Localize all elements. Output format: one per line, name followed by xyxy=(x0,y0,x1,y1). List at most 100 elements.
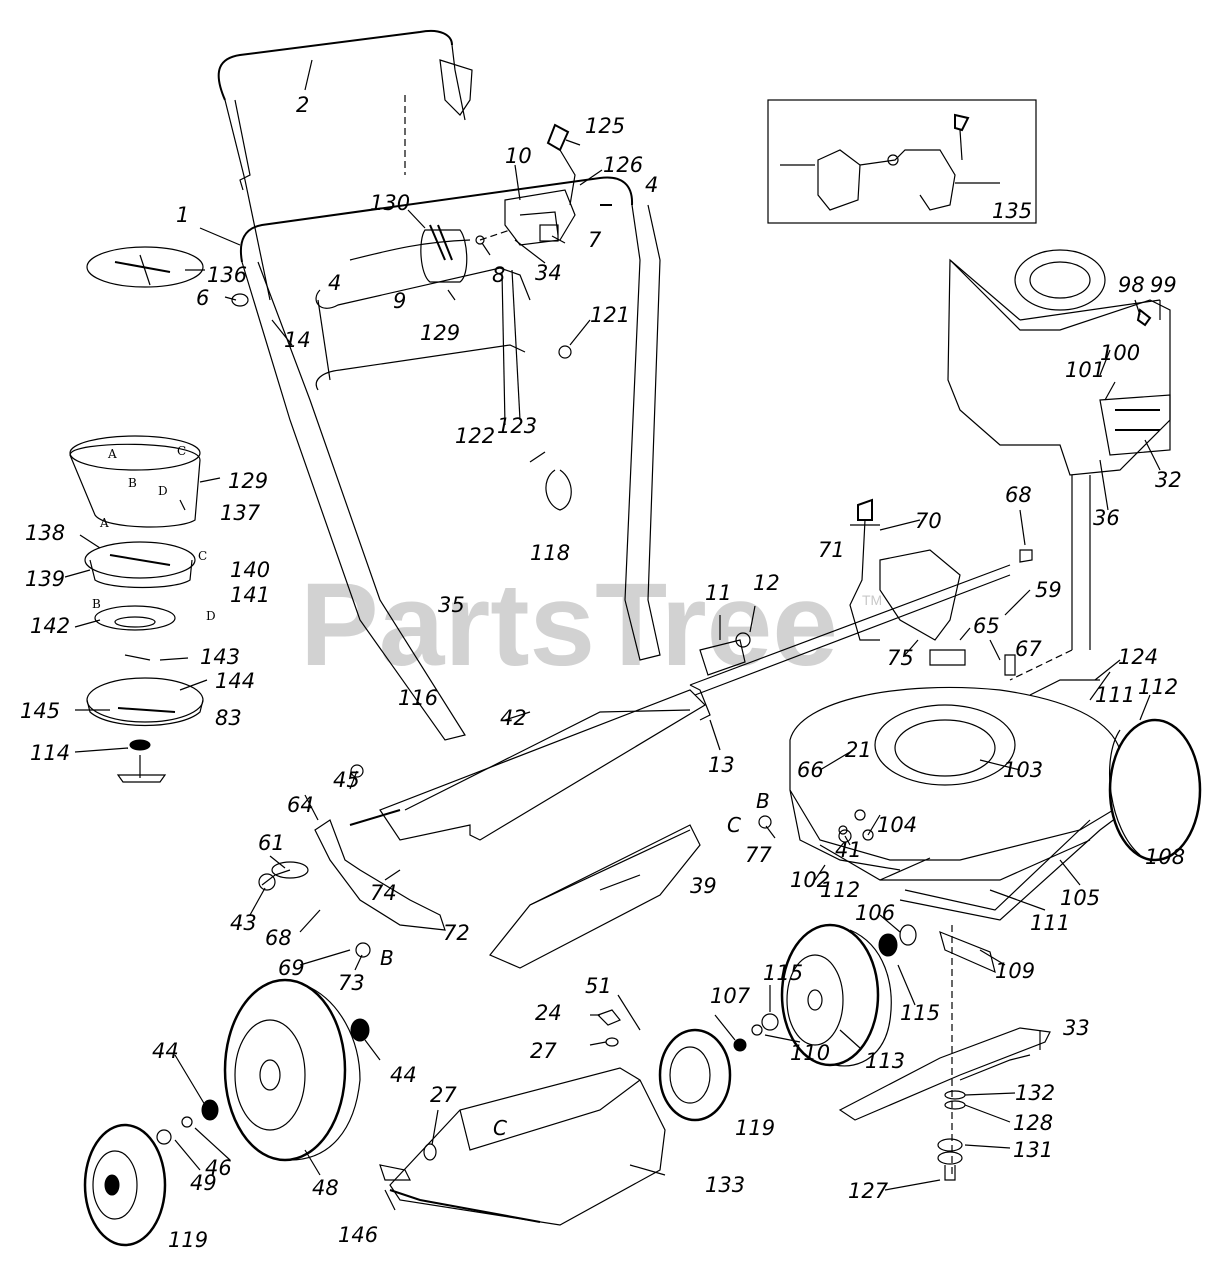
marker-b-lower: B xyxy=(92,597,101,611)
label-109: 109 xyxy=(995,959,1035,983)
marker-b-bag: B xyxy=(128,476,137,490)
watermark-trademark: TM xyxy=(862,592,882,608)
label-100: 100 xyxy=(1100,341,1140,365)
label-4-left: 4 xyxy=(328,271,341,295)
label-104: 104 xyxy=(877,813,917,837)
label-73: 73 xyxy=(338,971,365,995)
lower-handle xyxy=(240,176,661,741)
label-129-handle: 129 xyxy=(420,321,460,345)
label-121: 121 xyxy=(590,303,630,327)
label-111-top: 111 xyxy=(1095,683,1135,707)
label-139: 139 xyxy=(25,567,65,591)
label-140: 140 xyxy=(230,558,270,582)
label-48: 48 xyxy=(312,1176,339,1200)
height-adjuster-rear xyxy=(849,498,966,666)
engine xyxy=(947,249,1171,681)
label-72: 72 xyxy=(443,921,470,945)
label-135: 135 xyxy=(992,199,1032,223)
label-32: 32 xyxy=(1155,468,1182,492)
label-45: 45 xyxy=(333,768,360,792)
label-125: 125 xyxy=(585,114,625,138)
label-105: 105 xyxy=(1060,886,1100,910)
label-112-top: 112 xyxy=(1138,675,1178,699)
label-118: 118 xyxy=(530,541,570,565)
letter-c-deck: C xyxy=(727,813,741,837)
label-51: 51 xyxy=(585,974,612,998)
label-103: 103 xyxy=(1003,758,1043,782)
label-68-right: 68 xyxy=(1005,483,1032,507)
part-number-labels: 2 1 6 14 9 129 4 130 10 125 126 4 7 8 34… xyxy=(20,93,1185,1252)
label-21: 21 xyxy=(845,738,872,762)
label-144: 144 xyxy=(215,669,255,693)
grass-bag-assembly xyxy=(69,246,204,783)
rear-left-hubcap-119 xyxy=(83,1123,167,1247)
letter-c-chute: C xyxy=(493,1116,507,1140)
label-102: 102 xyxy=(790,868,830,892)
rear-left-wheel-48 xyxy=(223,978,361,1162)
label-83: 83 xyxy=(215,706,242,730)
label-113: 113 xyxy=(865,1049,905,1073)
marker-a-lower: A xyxy=(99,516,109,530)
letter-b-bracket: B xyxy=(380,946,394,970)
label-115-left: 115 xyxy=(763,961,803,985)
handle-bracket-42 xyxy=(379,684,711,841)
bag-letter-markers: A C B D A C B D xyxy=(92,444,216,623)
label-130: 130 xyxy=(370,191,410,215)
label-70: 70 xyxy=(915,509,942,533)
label-116: 116 xyxy=(398,686,438,710)
label-128: 128 xyxy=(1013,1111,1053,1135)
label-7: 7 xyxy=(588,228,602,252)
letter-b-deck: B xyxy=(756,789,770,813)
height-adjuster-front xyxy=(261,809,446,931)
front-right-hubcap-119 xyxy=(658,1028,732,1122)
label-49: 49 xyxy=(190,1171,217,1195)
label-35: 35 xyxy=(438,593,465,617)
label-42: 42 xyxy=(500,706,527,730)
label-99: 99 xyxy=(1150,273,1177,297)
label-39: 39 xyxy=(690,874,717,898)
label-36: 36 xyxy=(1093,506,1120,530)
label-2: 2 xyxy=(296,93,309,117)
label-107: 107 xyxy=(710,984,751,1008)
inset-box-135 xyxy=(767,99,1037,224)
label-44-left: 44 xyxy=(152,1039,179,1063)
label-46: 46 xyxy=(205,1156,232,1180)
label-137: 137 xyxy=(220,501,261,525)
label-75: 75 xyxy=(887,646,914,670)
marker-d-bag: D xyxy=(158,484,168,498)
label-68-left: 68 xyxy=(265,926,292,950)
label-127: 127 xyxy=(848,1179,889,1203)
label-41: 41 xyxy=(835,838,862,862)
discharge-chute-133 xyxy=(379,1067,666,1226)
label-145: 145 xyxy=(20,699,60,723)
label-66: 66 xyxy=(797,758,824,782)
leader-lines xyxy=(64,59,1161,1211)
label-106: 106 xyxy=(855,901,895,925)
label-143: 143 xyxy=(200,645,240,669)
label-71: 71 xyxy=(818,538,845,562)
front-wheel-108 xyxy=(1108,718,1202,862)
label-67: 67 xyxy=(1015,637,1042,661)
label-122: 122 xyxy=(455,424,495,448)
label-44-right: 44 xyxy=(390,1063,417,1087)
label-114: 114 xyxy=(30,741,70,765)
marker-c-lower: C xyxy=(198,549,207,563)
label-69: 69 xyxy=(278,956,305,980)
label-111-bottom: 111 xyxy=(1030,911,1070,935)
marker-a-bag: A xyxy=(107,447,117,461)
label-101: 101 xyxy=(1065,358,1105,382)
rear-right-wheel-113 xyxy=(780,923,892,1067)
label-14: 14 xyxy=(284,328,311,352)
label-98: 98 xyxy=(1118,273,1145,297)
label-126: 126 xyxy=(603,153,643,177)
marker-c-bag: C xyxy=(177,444,186,458)
label-33: 33 xyxy=(1063,1016,1090,1040)
label-136: 136 xyxy=(207,263,247,287)
blade-33 xyxy=(838,925,1051,1181)
label-59: 59 xyxy=(1035,578,1062,602)
label-131: 131 xyxy=(1013,1138,1053,1162)
label-61: 61 xyxy=(258,831,285,855)
marker-d-lower: D xyxy=(206,609,216,623)
label-141: 141 xyxy=(230,583,270,607)
